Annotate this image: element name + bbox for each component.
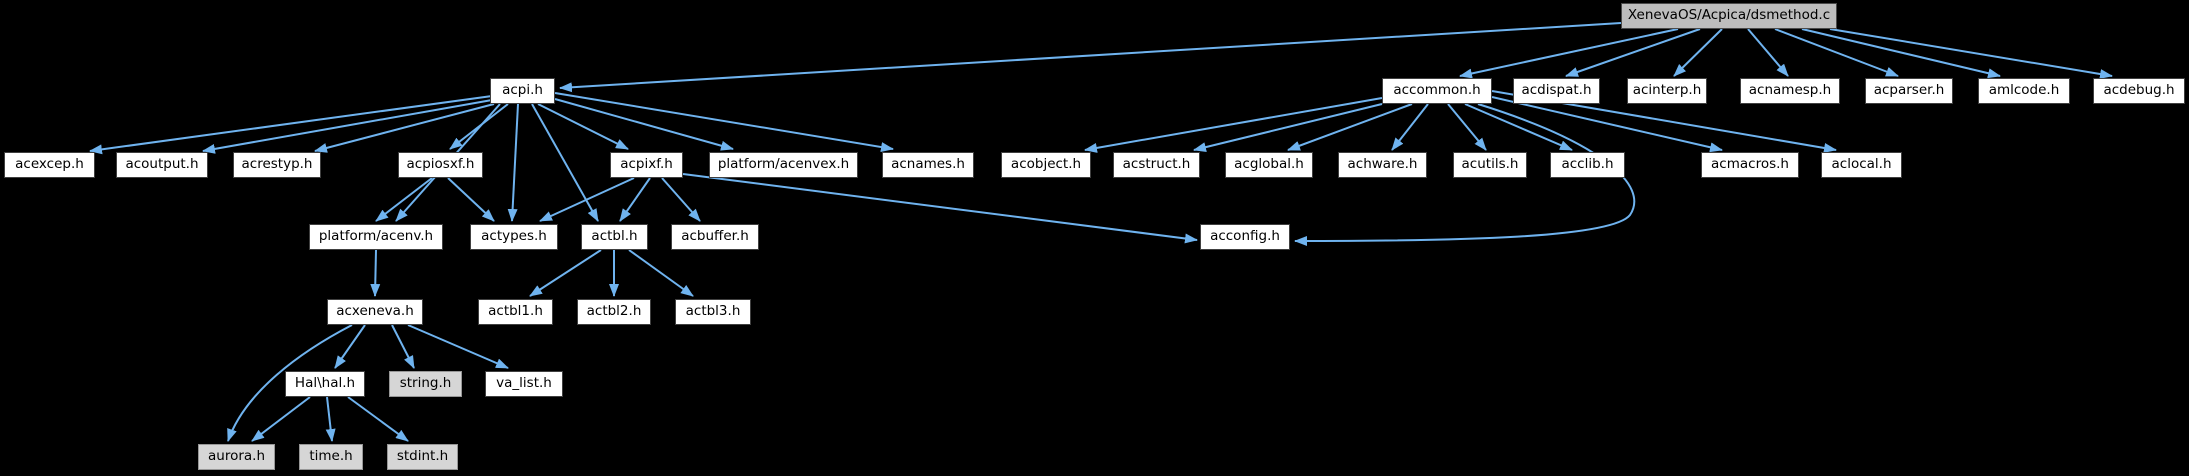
edge-acpi-to-acoutput — [202, 99, 493, 154]
edge-dsmethod-to-acdispat — [1565, 28, 1701, 77]
edge-acxeneva-to-valist — [407, 324, 509, 369]
edge-accommon-to-acobject — [1084, 97, 1383, 153]
edge-acxeneva-to-string — [391, 324, 415, 369]
node-acbuffer[interactable]: acbuffer.h — [671, 224, 759, 250]
node-valist[interactable]: va_list.h — [485, 371, 563, 397]
edge-dsmethod-to-acparser — [1774, 28, 1899, 77]
node-acconfig[interactable]: acconfig.h — [1200, 224, 1290, 250]
edge-acpixf-to-actypes — [539, 177, 635, 222]
edge-acpi-to-actbl — [531, 103, 599, 222]
edge-dsmethod-to-acdebug — [1829, 28, 2113, 79]
edge-dsmethod-to-acpi — [559, 22, 1622, 93]
node-acxeneva[interactable]: acxeneva.h — [327, 299, 423, 325]
node-acenv[interactable]: platform/acenv.h — [309, 224, 443, 250]
node-actbl[interactable]: actbl.h — [581, 224, 648, 250]
edge-acpiosxf-to-acenv — [375, 177, 433, 222]
node-acmacros[interactable]: acmacros.h — [1701, 152, 1799, 178]
edge-acpi-to-acrestyp — [314, 103, 495, 153]
node-aclocal[interactable]: aclocal.h — [1821, 152, 1902, 178]
edge-acpi-to-actypes — [507, 103, 519, 222]
edge-acxeneva-to-aurora — [227, 324, 353, 442]
node-hal[interactable]: Hal\hal.h — [285, 371, 365, 397]
node-acoutput[interactable]: acoutput.h — [116, 152, 208, 178]
node-achware[interactable]: achware.h — [1338, 152, 1427, 178]
node-acexcep[interactable]: acexcep.h — [4, 152, 95, 178]
node-acinterp[interactable]: acinterp.h — [1627, 78, 1707, 104]
edge-dsmethod-to-acnamesp — [1747, 28, 1789, 77]
edge-acpixf-to-acbuffer — [661, 177, 701, 222]
edge-actbl-to-actbl3 — [628, 249, 694, 297]
node-amlcode[interactable]: amlcode.h — [1978, 78, 2070, 104]
edge-hal-to-aurora — [251, 396, 311, 442]
node-acparser[interactable]: acparser.h — [1865, 78, 1953, 104]
node-acglobal[interactable]: acglobal.h — [1225, 152, 1313, 178]
edge-dsmethod-to-accommon — [1459, 28, 1679, 79]
edge-accommon-to-acutils — [1447, 103, 1487, 151]
edge-accommon-to-acglobal — [1287, 103, 1413, 151]
node-actbl3[interactable]: actbl3.h — [675, 299, 751, 325]
node-time: time.h — [299, 444, 363, 470]
edge-hal-to-time — [325, 396, 336, 442]
node-acnamesp[interactable]: acnamesp.h — [1740, 78, 1840, 104]
node-acenvex[interactable]: platform/acenvex.h — [709, 152, 858, 178]
node-dsmethod: XenevaOS/Acpica/dsmethod.c — [1621, 3, 1837, 29]
node-acnames[interactable]: acnames.h — [882, 152, 974, 178]
edge-acpiosxf-to-actypes — [447, 177, 495, 222]
node-acpi[interactable]: acpi.h — [490, 78, 555, 104]
node-acstruct[interactable]: acstruct.h — [1113, 152, 1200, 178]
node-actbl1[interactable]: actbl1.h — [478, 299, 553, 325]
edge-acpi-to-acnames — [554, 92, 894, 152]
edge-acxeneva-to-hal — [334, 324, 366, 369]
edge-actbl-to-actbl1 — [529, 249, 602, 297]
node-acclib[interactable]: acclib.h — [1550, 152, 1625, 178]
edge-acenv-to-acxeneva — [370, 249, 381, 297]
node-actbl2[interactable]: actbl2.h — [577, 299, 651, 325]
node-acobject[interactable]: acobject.h — [1001, 152, 1091, 178]
node-string: string.h — [389, 371, 462, 397]
node-acpixf[interactable]: acpixf.h — [610, 152, 683, 178]
edge-hal-to-stdint — [347, 396, 409, 442]
node-acdebug[interactable]: acdebug.h — [2093, 78, 2185, 104]
edge-dsmethod-to-amlcode — [1801, 28, 2001, 79]
edge-accommon-to-acclib — [1464, 103, 1573, 151]
node-actypes[interactable]: actypes.h — [470, 224, 558, 250]
node-acpiosxf[interactable]: acpiosxf.h — [398, 152, 483, 178]
node-stdint: stdint.h — [387, 444, 458, 470]
edge-accommon-to-acstruct — [1193, 103, 1383, 153]
edge-dsmethod-to-acinterp — [1673, 28, 1723, 77]
edge-acpi-to-acenvex — [554, 98, 734, 151]
edge-acpi-to-acpixf — [537, 103, 629, 150]
edge-acpixf-to-acconfig — [682, 173, 1198, 244]
node-acrestyp[interactable]: acrestyp.h — [233, 152, 321, 178]
node-accommon[interactable]: accommon.h — [1382, 78, 1492, 104]
node-acdispat[interactable]: acdispat.h — [1513, 78, 1600, 104]
node-acutils[interactable]: acutils.h — [1453, 152, 1527, 178]
edge-accommon-to-acconfig — [1294, 103, 1636, 246]
edge-accommon-to-achware — [1391, 103, 1429, 151]
edge-acpi-to-acexcep — [89, 95, 493, 155]
edge-accommon-to-acmacros — [1491, 96, 1723, 153]
node-aurora: aurora.h — [198, 444, 275, 470]
edge-acpixf-to-actbl — [619, 177, 651, 222]
